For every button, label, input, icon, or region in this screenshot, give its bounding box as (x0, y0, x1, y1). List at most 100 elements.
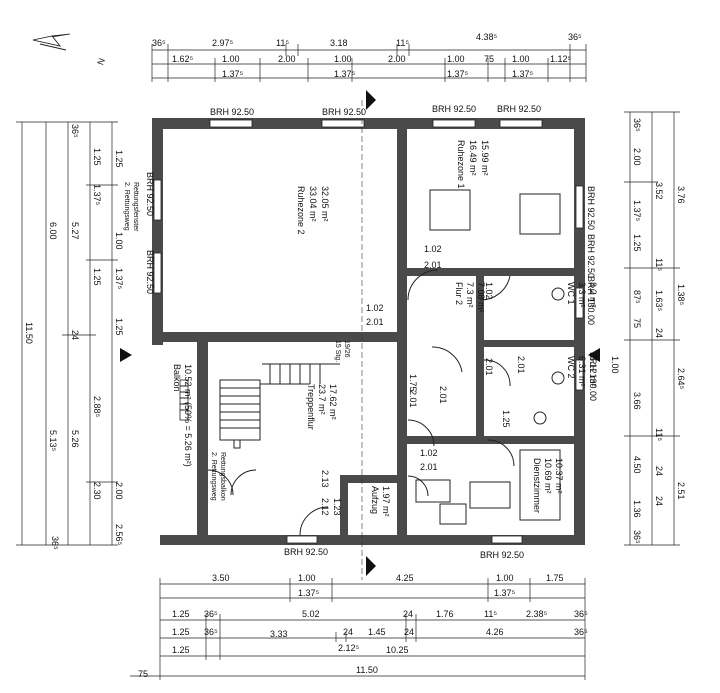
room-flur-2: Flur 2 7.3 m² 7.08 m² (454, 282, 486, 313)
dim: 1.37⁵ (222, 69, 244, 79)
brh-label: BRH 130.00 (586, 276, 596, 325)
dim: 2.97⁵ (212, 38, 234, 48)
dim: 2.38⁵ (526, 609, 548, 619)
dim: 1.37⁵ (494, 588, 516, 598)
dim: 1.25 (172, 609, 190, 619)
dim: 10.25 (386, 645, 409, 655)
dim: 1.25 (92, 148, 102, 166)
section-marker-icon (120, 348, 132, 362)
svg-text:WC 2: WC 2 (566, 356, 576, 379)
top-dimensions (151, 44, 587, 82)
door-label: 1.23 (332, 498, 342, 516)
door-label: 2.01 (408, 390, 418, 408)
svg-text:17.62 m²: 17.62 m² (328, 384, 338, 420)
svg-text:Rettungsfenster: Rettungsfenster (132, 182, 139, 232)
balcony-railing (179, 379, 189, 421)
dim: 3.18 (330, 38, 348, 48)
dim: 1.37⁵ (334, 69, 356, 79)
door-label: 1.75 (408, 374, 418, 392)
room-aufzug: Aufzug 1.97 m² (370, 486, 391, 517)
dim: 1.37⁵ (632, 200, 642, 222)
door-label: 2.01 (516, 356, 526, 374)
dim: 24 (654, 466, 664, 476)
dim: 1.00 (334, 54, 352, 64)
room-dienstzimmer: Dienstzimmer 10.69 m² 10.37 m² (532, 458, 564, 513)
door-label: 1.25 (501, 410, 511, 428)
svg-text:10.52 m² (50% = 5.26 m²): 10.52 m² (50% = 5.26 m²) (183, 364, 193, 467)
dim: 1.36 (632, 500, 642, 518)
north-arrow-icon (32, 33, 71, 51)
dim: 1.12⁵ (550, 54, 572, 64)
svg-text:2. Rettungsweg: 2. Rettungsweg (123, 182, 130, 231)
dim: 11.50 (24, 322, 34, 344)
dim: 2.51 (676, 482, 686, 500)
dim: 1.37⁵ (114, 268, 124, 290)
room-balkon: Balkon 10.52 m² (50% = 5.26 m²) (172, 364, 193, 467)
brh-label: BRH 92.50 (284, 547, 328, 557)
dim: 24 (70, 330, 80, 340)
dim: 3.52 (654, 182, 664, 200)
brh-label: BRH 92.50 (480, 550, 524, 560)
stairs-label: 15 Stg. 19/26 (334, 340, 350, 362)
dim: 1.25 (172, 627, 190, 637)
dim: 24 (403, 609, 413, 619)
dim: 5.02 (302, 609, 320, 619)
dim: 1.76 (436, 609, 454, 619)
dim: 75 (138, 669, 148, 679)
dim: 11⁵ (276, 38, 289, 48)
brh-label: BRH 92.50 (145, 172, 155, 216)
svg-text:1.97 m²: 1.97 m² (381, 486, 391, 517)
brh-label: BRH 92.50 (322, 107, 366, 117)
dim: 3.33 (270, 629, 288, 639)
dim: 75 (632, 318, 642, 328)
dim: 2.30 (92, 482, 102, 500)
dim: 2.64⁵ (676, 368, 686, 390)
dim: 2.00 (388, 54, 406, 64)
dim: 24 (654, 496, 664, 506)
dim: 36⁵ (204, 609, 218, 619)
door-label: 1.02 (484, 282, 494, 300)
dim: 1.37⁵ (298, 588, 320, 598)
note-rettungsbalkon: 2. Rettungsweg Rettungsbalkon (210, 452, 226, 501)
left-dimensions (16, 121, 118, 546)
dim: 1.25 (114, 318, 124, 336)
dim: 5.26 (70, 430, 80, 448)
svg-text:Flur 2: Flur 2 (454, 282, 464, 305)
dim: 1.00 (114, 232, 124, 250)
svg-text:6.31 m²: 6.31 m² (577, 356, 587, 387)
dim: 1.00 (512, 54, 530, 64)
svg-text:10.69 m²: 10.69 m² (543, 458, 553, 494)
dim: 1.00 (222, 54, 240, 64)
svg-text:Dienstzimmer: Dienstzimmer (532, 458, 542, 513)
door-label: 2.01 (424, 260, 442, 270)
svg-text:7.08 m²: 7.08 m² (476, 282, 486, 313)
dim: 1.00 (610, 356, 620, 374)
room-wc-1: WC 1 3.3 m² 3.2 m² (566, 282, 598, 308)
dim: 5.27 (70, 222, 80, 240)
section-marker-icon (366, 90, 376, 110)
dim: 1.00 (447, 54, 465, 64)
svg-text:19/26: 19/26 (343, 340, 350, 358)
dim: 24 (404, 627, 414, 637)
windows (153, 119, 584, 544)
dim: 3.66 (632, 392, 642, 410)
dim: 36⁵ (632, 530, 642, 544)
dim: 1.63⁵ (654, 290, 664, 312)
dim: 1.25 (172, 645, 190, 655)
room-ruhezone-1: Ruhezone 1 16.49 m² 15.99 m² (456, 140, 490, 189)
svg-text:Ruhezone 2: Ruhezone 2 (296, 186, 306, 235)
dim: 6.00 (48, 222, 58, 240)
svg-text:Ruhezone 1: Ruhezone 1 (456, 140, 466, 189)
svg-text:WC 1: WC 1 (566, 282, 576, 305)
right-dimensions (624, 111, 680, 546)
svg-text:3.3 m²: 3.3 m² (577, 282, 587, 308)
dim: 36⁵ (152, 38, 166, 48)
room-ruhezone-2: Ruhezone 2 33.04 m² 32.05 m² (296, 186, 330, 235)
room-wc-2: WC 2 6.31 m² 6.12 m² (566, 356, 598, 387)
svg-text:10.37 m²: 10.37 m² (554, 458, 564, 494)
dim: 11.50 (356, 665, 378, 675)
brh-label: BRH 92.50 (586, 234, 596, 278)
svg-text:7.3 m²: 7.3 m² (465, 282, 475, 308)
section-marker-icon (588, 348, 600, 362)
dim: 1.62⁵ (172, 54, 194, 64)
